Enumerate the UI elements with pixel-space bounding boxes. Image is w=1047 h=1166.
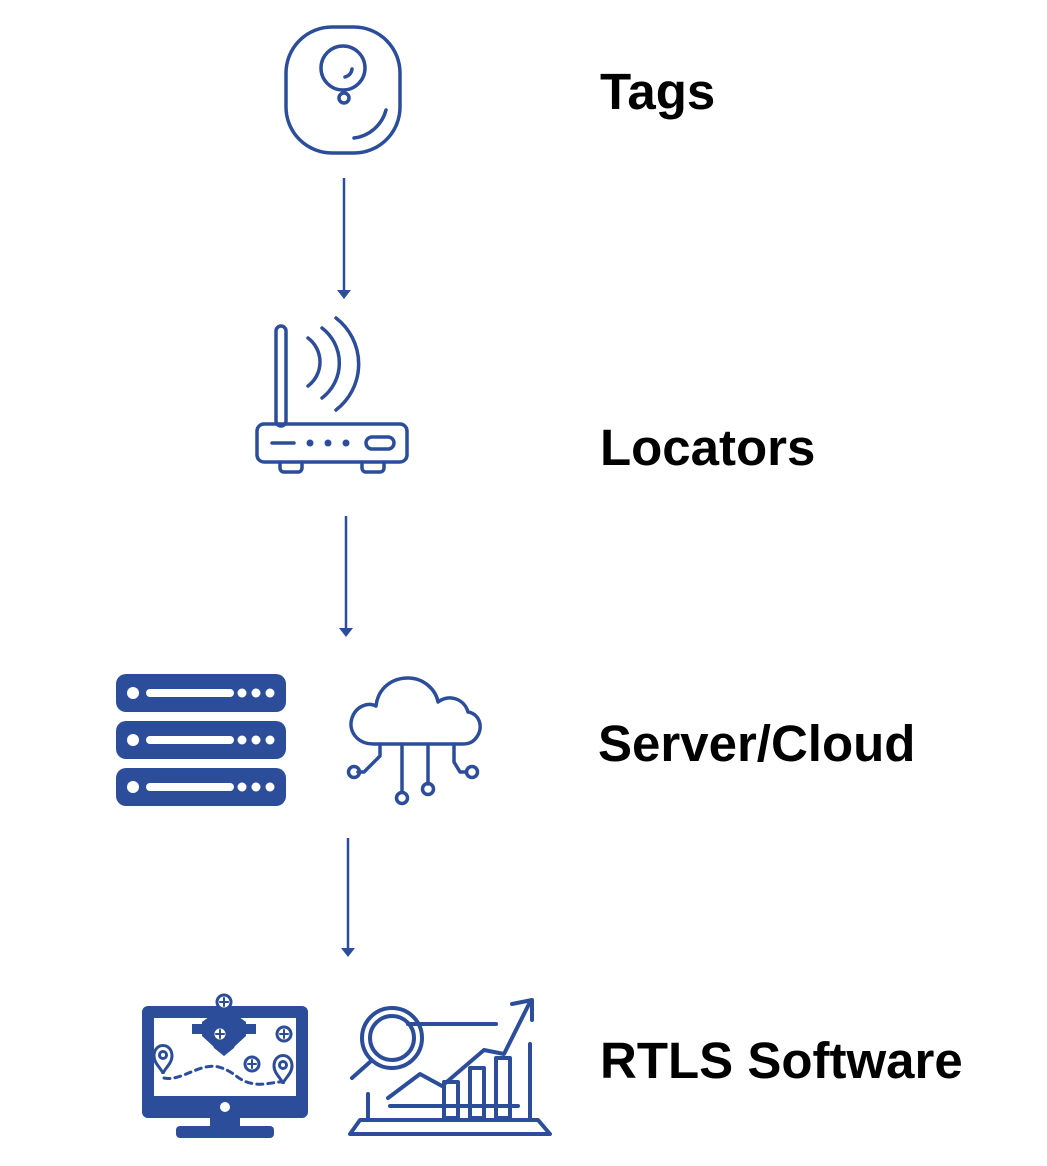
node-label-server-cloud: Server/Cloud <box>598 715 916 772</box>
router-icon <box>255 316 409 474</box>
laptop-analytics-icon <box>348 998 552 1136</box>
edge-arrow-server-software <box>341 838 355 957</box>
node-label-rtls-software: RTLS Software <box>600 1032 963 1089</box>
node-label-tags: Tags <box>600 63 716 120</box>
cloud-network-icon <box>346 676 482 806</box>
node-label-locators: Locators <box>600 419 816 476</box>
edge-arrow-locators-server <box>339 516 353 637</box>
server-rack-icon <box>116 674 286 806</box>
edge-arrow-tags-locators <box>337 178 351 299</box>
monitor-map-icon <box>142 993 308 1138</box>
tag-icon <box>284 25 402 155</box>
